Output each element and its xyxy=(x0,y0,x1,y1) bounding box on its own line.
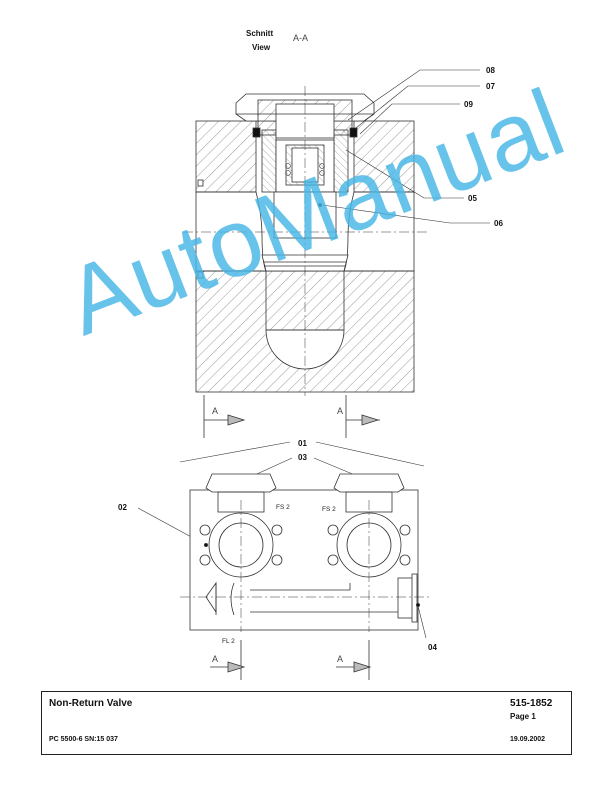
plug-right xyxy=(333,473,405,493)
part-02: 02 xyxy=(118,503,127,512)
model-serial: PC 5500-6 SN:15 037 xyxy=(49,736,118,743)
plug-left xyxy=(205,473,277,493)
o-ring-right xyxy=(349,127,358,138)
section-a-a-label: A-A xyxy=(293,33,308,43)
leader-lines xyxy=(137,69,490,639)
part-05: 05 xyxy=(468,194,477,203)
section-marker-a-4: A xyxy=(337,654,343,664)
section-marker-a-3: A xyxy=(212,654,218,664)
page-number: Page 1 xyxy=(510,712,536,721)
fs2-right-label: FS 2 xyxy=(322,506,336,513)
part-04: 04 xyxy=(428,643,437,652)
o-ring-left xyxy=(252,127,261,138)
valve-block xyxy=(189,489,419,631)
schnitt-label: Schnitt xyxy=(246,29,273,38)
document-number: 515-1852 xyxy=(510,698,553,709)
fl2-label: FL 2 xyxy=(222,638,235,645)
section-markers-lower xyxy=(210,640,372,680)
mounting-holes xyxy=(199,524,411,566)
fs2-left-label: FS 2 xyxy=(276,504,290,511)
front-view xyxy=(180,473,430,632)
part-03: 03 xyxy=(298,453,307,462)
section-marker-a-1: A xyxy=(212,406,218,416)
part-01: 01 xyxy=(298,439,307,448)
part-07: 07 xyxy=(486,82,495,91)
part-08: 08 xyxy=(486,66,495,75)
section-view-a-a xyxy=(183,86,427,396)
title-block: Non-Return Valve PC 5500-6 SN:15 037 515… xyxy=(41,691,572,755)
drawing-title: Non-Return Valve xyxy=(49,698,133,709)
ball-seat xyxy=(265,329,345,370)
section-markers-upper xyxy=(203,395,380,438)
part-09: 09 xyxy=(464,100,473,109)
drawing-date: 19.09.2002 xyxy=(510,736,546,743)
section-marker-a-2: A xyxy=(337,406,343,416)
view-label: View xyxy=(252,43,271,52)
part-06: 06 xyxy=(494,219,503,228)
